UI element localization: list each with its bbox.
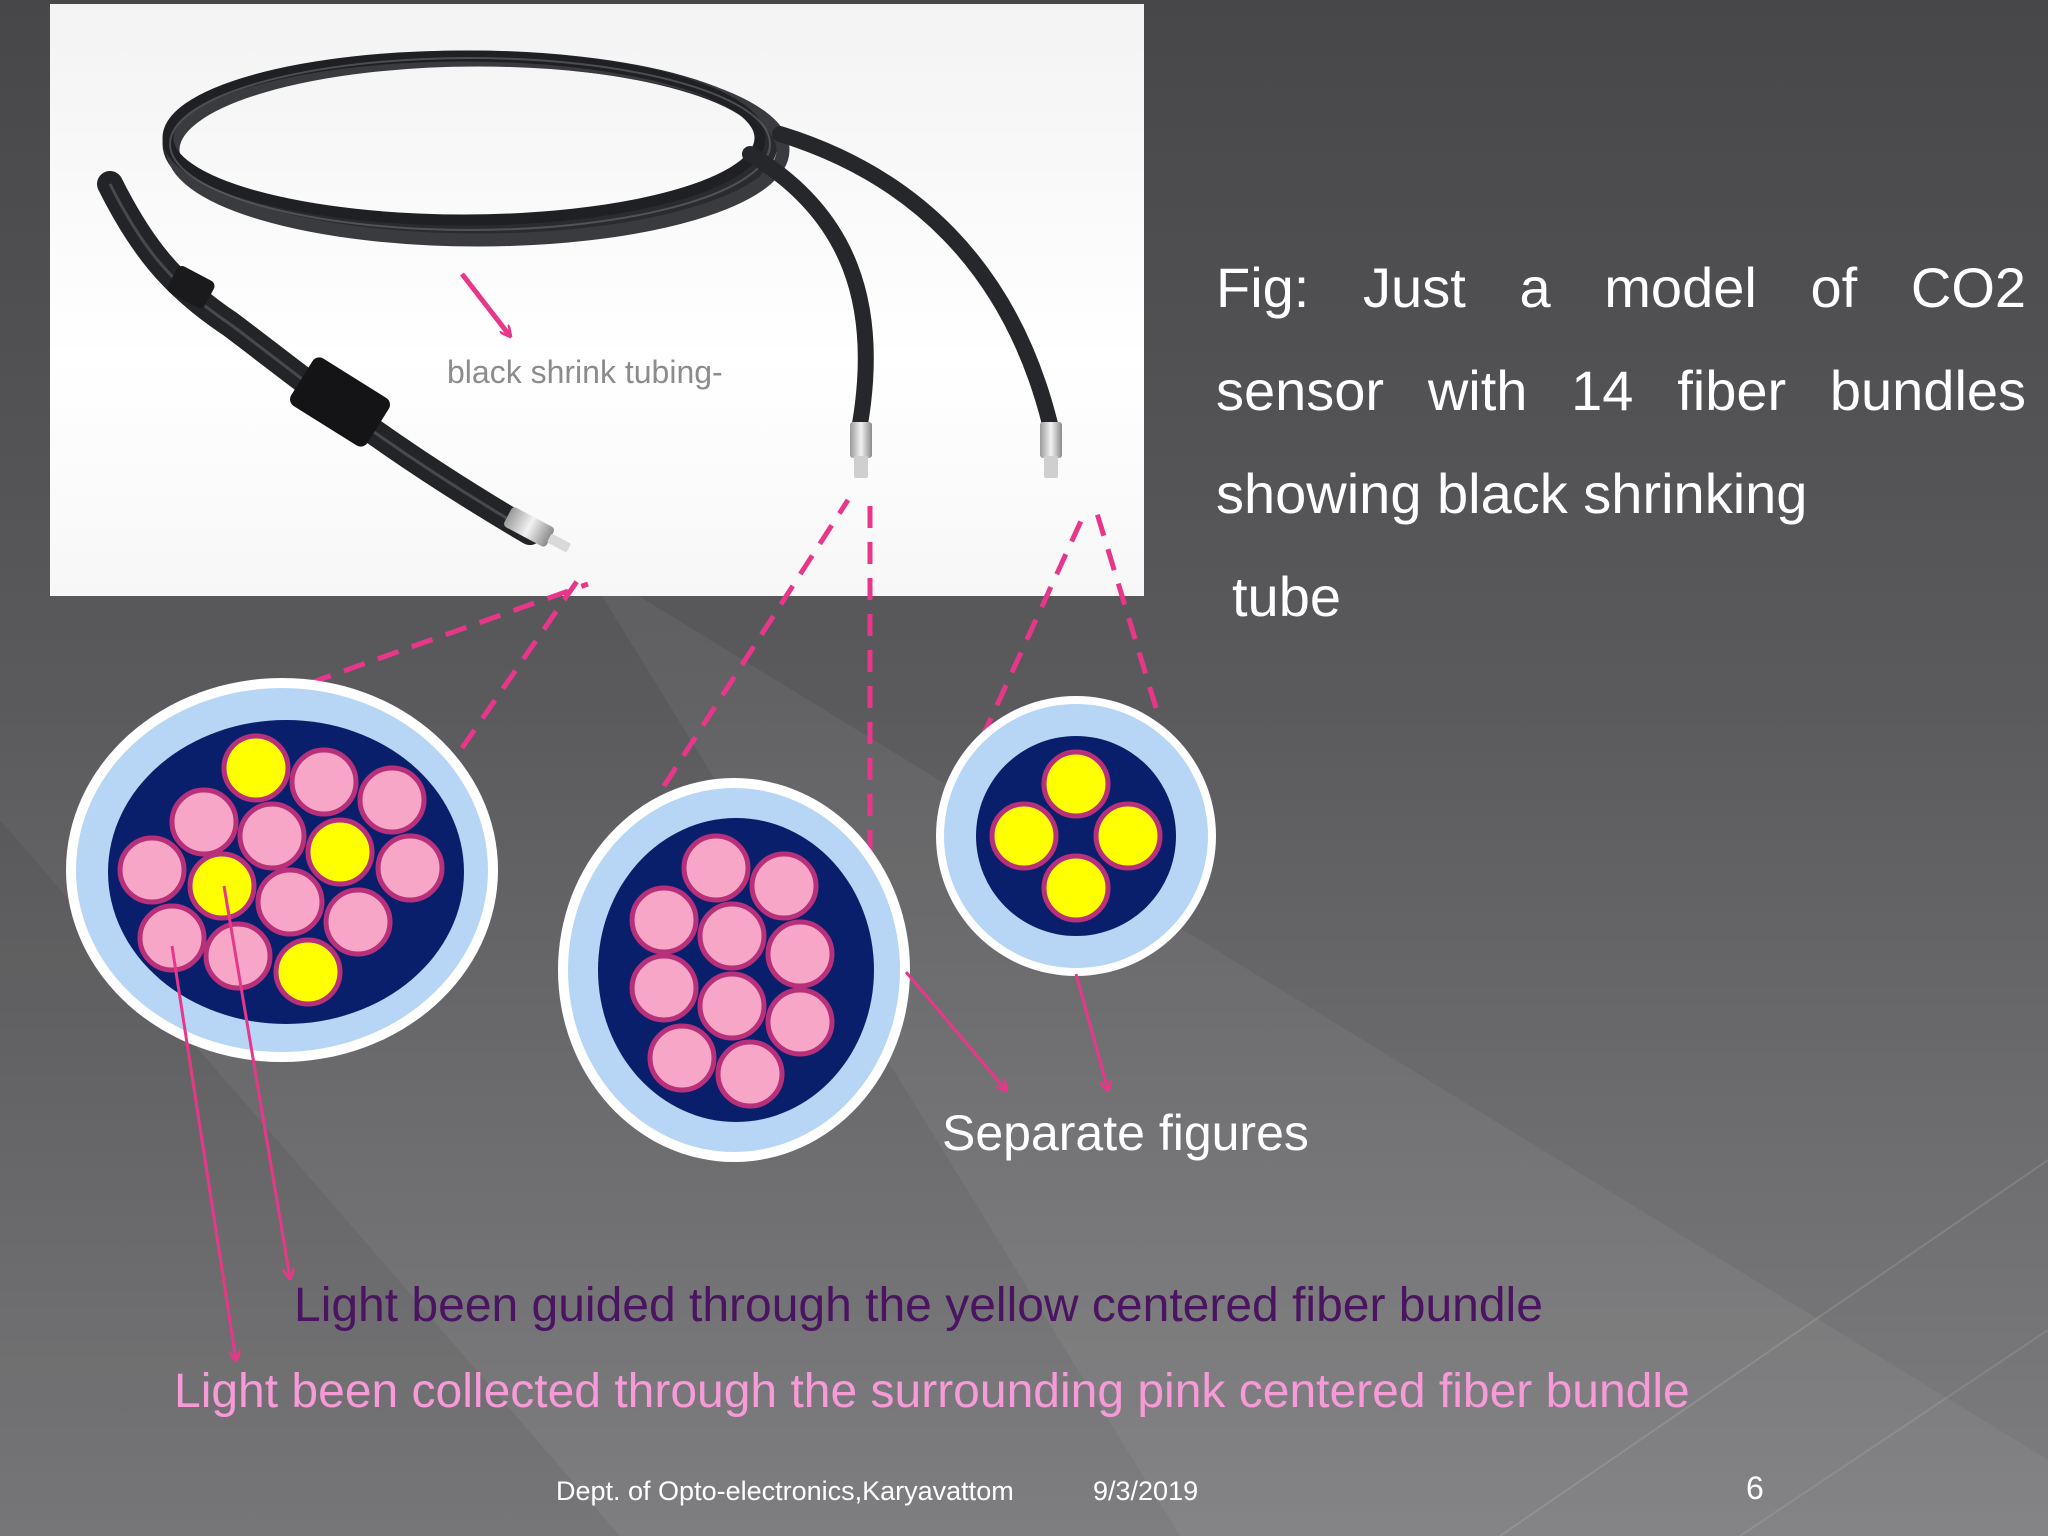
caption-line-3: showing black shrinking <box>1216 462 1808 525</box>
caption-word: a <box>1519 256 1551 319</box>
caption-word: bundles <box>1829 359 2027 422</box>
fiber-cable-illustration <box>97 50 1062 552</box>
fiber-cable-photo: black shrink tubing- <box>50 4 1144 596</box>
caption-line-2: sensor with 14 fiber bundles <box>1216 339 2026 442</box>
caption-word: with <box>1427 359 1528 422</box>
caption-word: Just <box>1363 256 1466 319</box>
footer-department: Dept. of Opto-electronics,Karyavattom <box>556 1476 1014 1506</box>
figure-caption: Fig: Just a model of CO2 sensor with 14 … <box>1216 236 2026 648</box>
guided-light-label: Light been guided through the yellow cen… <box>294 1279 1543 1332</box>
shrink-tubing-label: black shrink tubing- <box>447 354 723 390</box>
caption-word: 14 <box>1571 359 1634 422</box>
collected-light-label: Light been collected through the surroun… <box>174 1365 1690 1418</box>
separate-figures-label: Separate figures <box>942 1105 1309 1161</box>
caption-line-1: Fig: Just a model of CO2 <box>1216 236 2026 339</box>
footer-date: 9/3/2019 <box>1093 1476 1199 1506</box>
caption-word: model <box>1604 256 1757 319</box>
caption-word: Fig: <box>1216 256 1310 319</box>
caption-word: CO2 <box>1910 256 2027 319</box>
caption-word: of <box>1810 256 1858 319</box>
slide-number: 6 <box>1746 1470 1764 1506</box>
caption-line-4: tube <box>1232 565 1341 628</box>
caption-word: sensor <box>1216 359 1385 422</box>
caption-word: fiber <box>1677 359 1787 422</box>
